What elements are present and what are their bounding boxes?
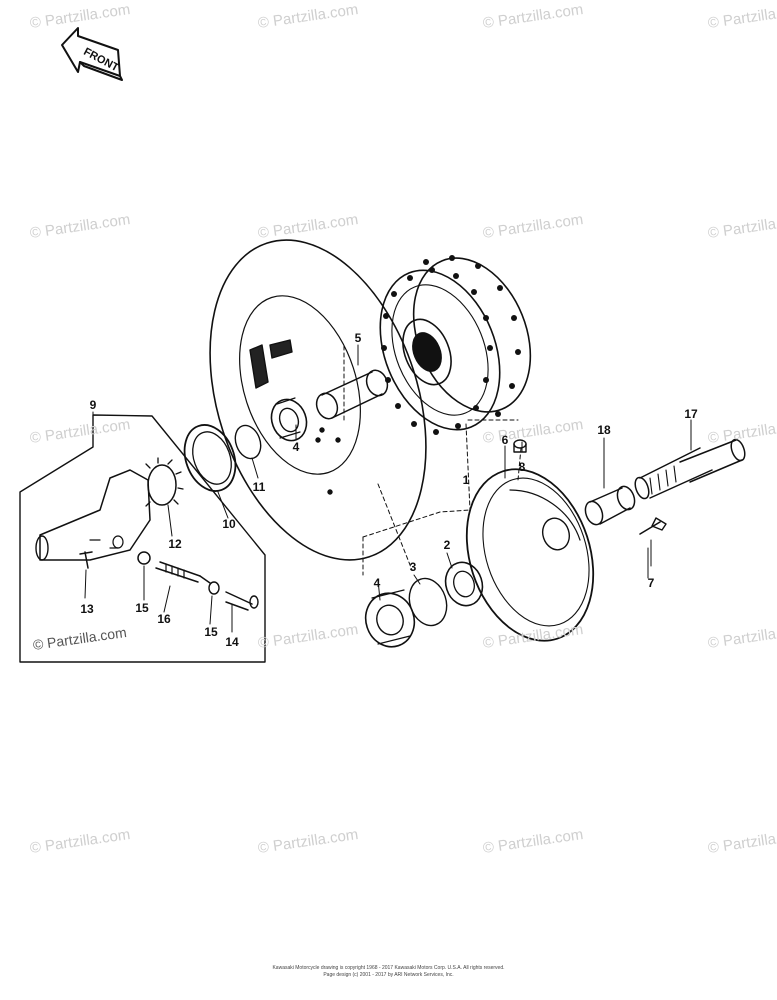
callout-5: 5 [354,331,362,345]
callout-16: 16 [157,612,171,626]
callout-4-lower: 4 [373,576,381,590]
hub-bolt [513,439,527,453]
wheel-hub [379,255,532,435]
panel-bolt [639,517,667,535]
rear-axle [634,438,746,500]
callout-4-upper: 4 [292,440,300,454]
circlip [408,577,448,627]
callout-17: 17 [684,407,698,421]
callout-11: 11 [252,480,266,494]
callout-2: 2 [443,538,451,552]
oil-seal [183,424,237,492]
assembly-guide-lines [343,345,522,576]
hub-cover-panel [465,468,595,642]
speedometer-gearbox-group [19,414,266,663]
wheel-bearing-lower [364,589,416,648]
callout-14: 14 [225,635,239,649]
callout-15-right: 15 [204,625,218,639]
callout-8: 8 [518,460,526,474]
callout-3: 3 [409,560,417,574]
callout-18: 18 [597,423,611,437]
callout-leaders [84,344,692,633]
washer [234,424,262,460]
axle-collar [584,485,636,526]
copyright-line-2: Page design (c) 2001 - 2017 by ARI Netwo… [323,972,454,978]
callout-6: 6 [501,433,509,447]
copyright-line-1: Kawasaki Motorcycle drawing is copyright… [272,965,505,971]
axle-spacer [315,369,389,420]
callout-9: 9 [89,398,97,412]
brake-disc [209,239,427,561]
callout-7: 7 [647,576,655,590]
callout-15-left: 15 [135,601,149,615]
callout-12: 12 [168,537,182,551]
callout-13: 13 [80,602,94,616]
wheel-bearing-upper [270,397,308,442]
front-arrow-icon [61,27,123,81]
callout-10: 10 [222,517,236,531]
callout-1: 1 [462,473,470,487]
lower-oil-seal [444,561,484,607]
